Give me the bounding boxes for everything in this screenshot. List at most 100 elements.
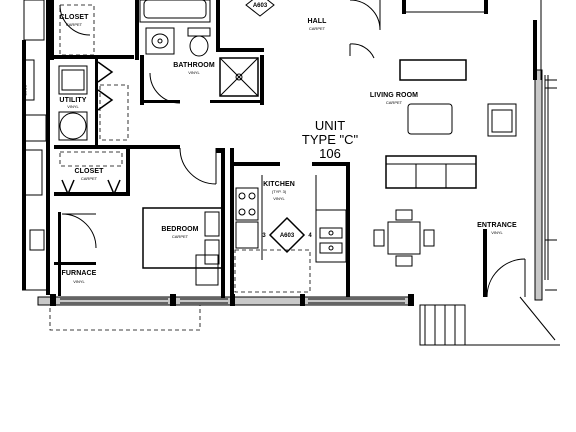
closet-top-label: CLOSET <box>60 14 90 21</box>
shower-drain <box>235 73 243 81</box>
furnace-label: FURNACE <box>62 270 97 277</box>
left-fixture <box>23 59 35 101</box>
utility-bifold-door <box>97 61 114 83</box>
stove <box>235 187 259 221</box>
dryer-box <box>58 111 88 141</box>
closet-shelf <box>59 151 123 167</box>
utility-finish: VINYL <box>67 104 79 109</box>
closet-shelf <box>59 4 95 56</box>
bath-hall-wall <box>216 0 220 52</box>
entrance-door-swing <box>486 258 526 298</box>
unit-number: 106 <box>319 146 341 161</box>
bath-wall <box>140 55 144 105</box>
closet-top-finish: CARPET <box>66 22 83 27</box>
kitchen-sink <box>319 242 343 254</box>
closet-bottom-wall <box>54 192 130 196</box>
bottom-wall-post <box>230 294 235 306</box>
utility-label: UTILITY <box>59 97 86 104</box>
dining-table <box>387 221 421 255</box>
section-tag-kitchen-left: 3 <box>262 233 266 239</box>
sink-drain <box>328 245 334 251</box>
refrigerator <box>235 221 259 249</box>
utility-right-wall <box>95 59 98 145</box>
bedroom-top-wall <box>130 145 180 149</box>
kitchen-sink <box>319 227 343 239</box>
bottom-wall-post <box>170 294 176 306</box>
kitchen-top-wall <box>312 162 350 166</box>
section-tag-top: A603 <box>245 0 275 17</box>
bottom-exterior-wall <box>37 296 414 306</box>
stove-burner <box>238 208 246 216</box>
bath-vanity <box>145 27 175 55</box>
bath-sink <box>151 33 169 49</box>
nightstand <box>195 254 219 286</box>
toilet-bowl <box>189 35 209 57</box>
exterior-stair <box>419 304 466 346</box>
utility-wall <box>54 145 134 149</box>
bathtub-inner <box>143 0 207 19</box>
furnace-door-swing <box>61 213 97 249</box>
dryer <box>59 112 87 140</box>
bath-door-swing <box>149 72 181 104</box>
kitchen-label: KITCHEN <box>263 181 295 188</box>
utility-shelf <box>99 84 129 141</box>
left-fixture <box>23 149 43 196</box>
left-exterior-wall <box>46 0 50 295</box>
bed-pillow <box>204 239 220 265</box>
unit-label: UNIT <box>315 118 345 133</box>
dining-chair <box>395 255 413 267</box>
washer <box>58 65 88 95</box>
entrance-finish: VINYL <box>491 230 503 235</box>
hall-wall <box>220 48 264 52</box>
sofa-back <box>385 155 477 165</box>
furnace-outline <box>49 304 201 331</box>
bottom-wall-post <box>50 294 56 306</box>
unit-type: TYPE "C" <box>302 132 359 147</box>
closet-mid-finish: CARPET <box>81 176 98 181</box>
stove-burner <box>248 208 256 216</box>
utility-wall <box>54 55 134 59</box>
hall-door-swing <box>349 0 381 31</box>
right-wall-post <box>533 20 537 80</box>
section-tag-kitchen-ref: A603 <box>280 233 295 239</box>
kitchen-sub: (TYP. 3) <box>272 189 287 194</box>
armchair-seat <box>491 109 513 133</box>
closet-bath-wall <box>135 0 139 60</box>
bedroom-finish: CARPET <box>172 234 189 239</box>
porch-edge <box>519 296 556 341</box>
bathroom-finish: VINYL <box>188 70 200 75</box>
utility-bifold-door <box>97 89 114 111</box>
closet-door-swing <box>59 4 91 36</box>
bottom-wall-post <box>408 294 414 306</box>
hall-finish: CARPET <box>309 26 326 31</box>
kitchen-island-outline <box>234 249 311 293</box>
living-room-finish: CARPET <box>386 100 403 105</box>
armchair <box>487 103 517 137</box>
dining-chair <box>373 229 385 247</box>
stove-burner <box>238 192 246 200</box>
right-exterior-wall <box>534 69 543 301</box>
sink-drain <box>328 230 334 236</box>
left-fixture <box>23 0 45 41</box>
stove-burner <box>248 192 256 200</box>
left-fixture <box>29 229 45 251</box>
section-tag-kitchen-right: 4 <box>308 233 312 239</box>
bed-pillow <box>204 211 220 237</box>
kitchen-top-wall <box>234 162 280 166</box>
left-edge-text: BEST <box>23 85 28 96</box>
coffee-table <box>407 103 453 135</box>
washer-lid <box>61 69 85 91</box>
bath-sink-drain <box>157 38 163 44</box>
closet-mid-label: CLOSET <box>75 168 105 175</box>
hall-right-wall <box>402 0 406 14</box>
furnace-wall <box>58 212 61 296</box>
living-top-wall <box>484 0 488 14</box>
living-room-label: LIVING ROOM <box>370 92 418 99</box>
tv-console <box>399 59 467 81</box>
section-tag-top-ref: A603 <box>253 3 268 9</box>
furnace-finish: VINYL <box>73 279 85 284</box>
kitchen-right-wall <box>346 162 350 297</box>
bathtub <box>139 0 211 23</box>
dining-chair <box>395 209 413 221</box>
